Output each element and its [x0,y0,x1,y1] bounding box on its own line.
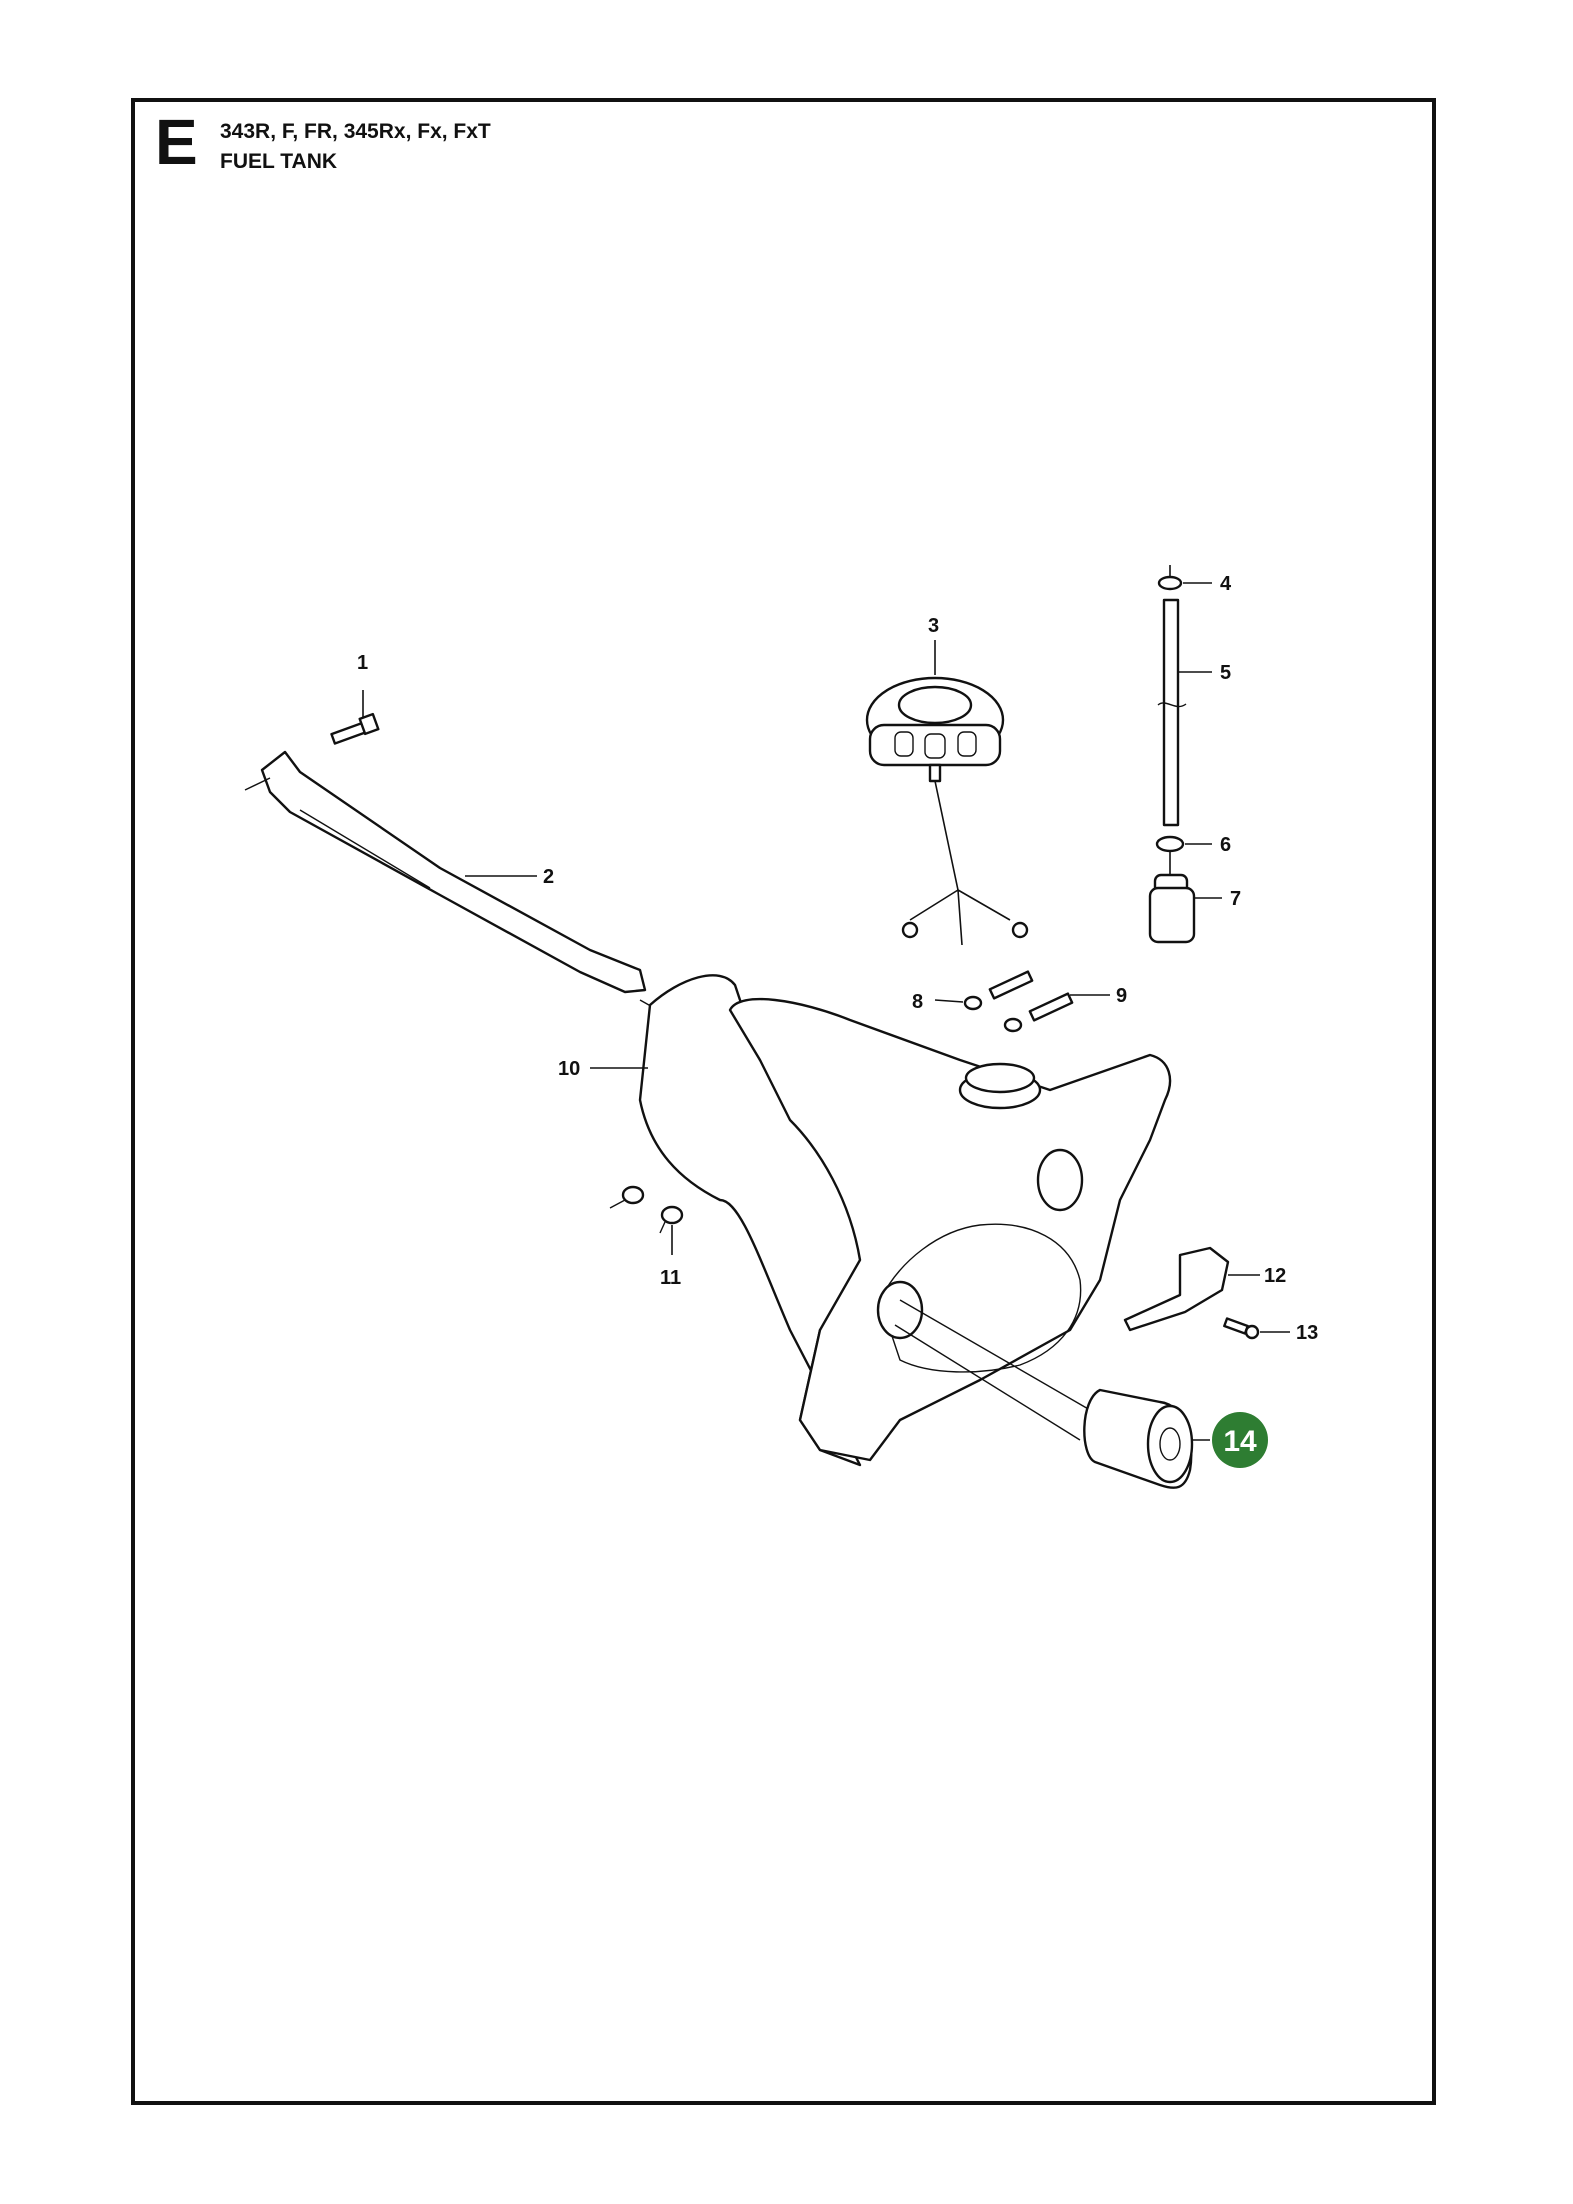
part-7-fuel-filter [1148,852,1222,944]
part-3-fuel-cap [865,640,1029,946]
part-14-isolator [1083,1388,1210,1489]
part-6-grommet [1155,835,1212,853]
callout-4: 4 [1220,573,1232,595]
callout-1: 1 [357,652,368,674]
callout-9: 9 [1116,985,1127,1007]
model-list: 343R, F, FR, 345Rx, Fx, FxT [220,120,491,143]
callout-7: 7 [1230,888,1241,910]
page-frame [131,98,1436,2105]
part-12-bracket [1123,1246,1260,1332]
callout-13: 13 [1296,1322,1318,1344]
part-10-fuel-tank [590,974,1172,1467]
callout-8: 8 [912,991,923,1013]
callout-3: 3 [928,615,939,637]
callout-6: 6 [1220,834,1231,856]
highlight-badge [1212,1412,1268,1468]
part-9-screw-washer [1003,992,1110,1033]
page-title: FUEL TANK [220,150,338,173]
part-1-screw [330,690,380,745]
callout-14: 14 [1223,1425,1257,1458]
callout-12: 12 [1264,1265,1286,1287]
callout-5: 5 [1220,662,1231,684]
part-4-grommet [1157,565,1212,591]
section-letter: E [155,106,198,178]
part-8-screw-washer [934,970,1034,1011]
callout-2: 2 [543,866,554,888]
part-11-nuts [609,1185,684,1255]
callout-10: 10 [558,1058,580,1080]
callout-11: 11 [660,1267,681,1289]
part-2-bar [244,750,721,1046]
part-13-screw [1223,1317,1290,1340]
part-5-hose [1157,598,1212,827]
